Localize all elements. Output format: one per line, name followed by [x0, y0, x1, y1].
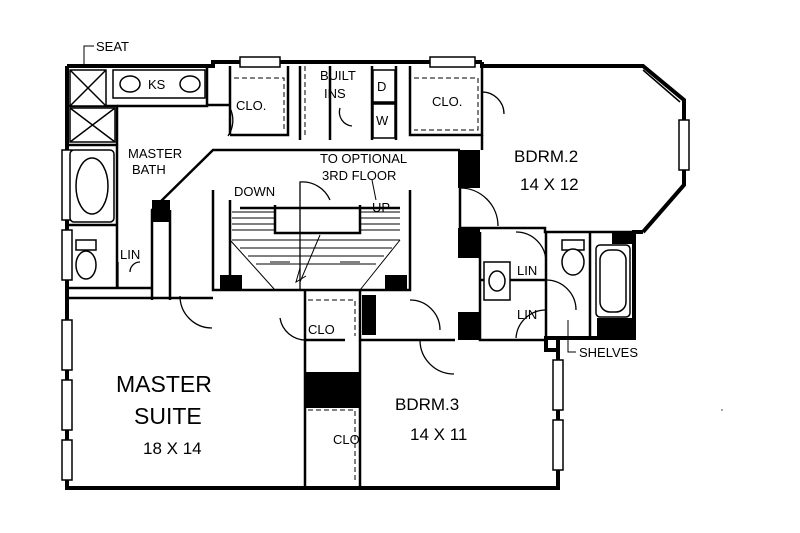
linen-label-1: LIN	[517, 263, 537, 278]
closet-rods	[234, 66, 479, 482]
optional-floor-label: TO OPTIONAL	[320, 151, 407, 166]
windows	[61, 56, 690, 481]
bdrm3-name: BDRM.3	[395, 395, 459, 414]
ks-label: KS	[148, 77, 166, 92]
master-suite-name-2: SUITE	[134, 403, 202, 429]
toilet-master	[75, 239, 97, 251]
closet-label-hall: CLO	[308, 322, 335, 337]
seat-label: SEAT	[96, 39, 129, 54]
dryer-label: D	[377, 79, 386, 94]
speck	[721, 409, 723, 411]
optional-floor-label-2: 3RD FLOOR	[322, 168, 396, 183]
solid-wall-fills	[152, 150, 634, 408]
master-suite-name: MASTER	[116, 371, 212, 397]
washer-label: W	[376, 113, 389, 128]
bdrm2-size: 14 X 12	[520, 175, 579, 194]
linen-label-2: LIN	[517, 307, 537, 322]
bath-fixtures	[69, 69, 631, 318]
bdrm3-size: 14 X 11	[410, 425, 467, 444]
closet-label-bath: CLO.	[236, 98, 266, 113]
linen-label-master: LIN	[120, 247, 140, 262]
bdrm2-name: BDRM.2	[514, 147, 578, 166]
leader-lines	[83, 45, 576, 353]
built-ins-label-2: INS	[324, 86, 346, 101]
down-label: DOWN	[234, 184, 275, 199]
master-bath-label-2: BATH	[132, 162, 166, 177]
up-label: UP	[372, 200, 390, 215]
door-swings	[117, 91, 577, 375]
washer	[372, 103, 396, 139]
built-ins-label: BUILT	[320, 68, 356, 83]
staircase	[229, 211, 401, 291]
closet-label-bdrm3: CLO	[333, 432, 360, 447]
dryer	[372, 69, 396, 103]
closet-label-bdrm2: CLO.	[432, 94, 462, 109]
master-bath-label: MASTER	[128, 146, 182, 161]
bay-window	[642, 69, 681, 229]
master-suite-size: 18 X 14	[143, 439, 202, 458]
shelves-label: SHELVES	[579, 345, 638, 360]
